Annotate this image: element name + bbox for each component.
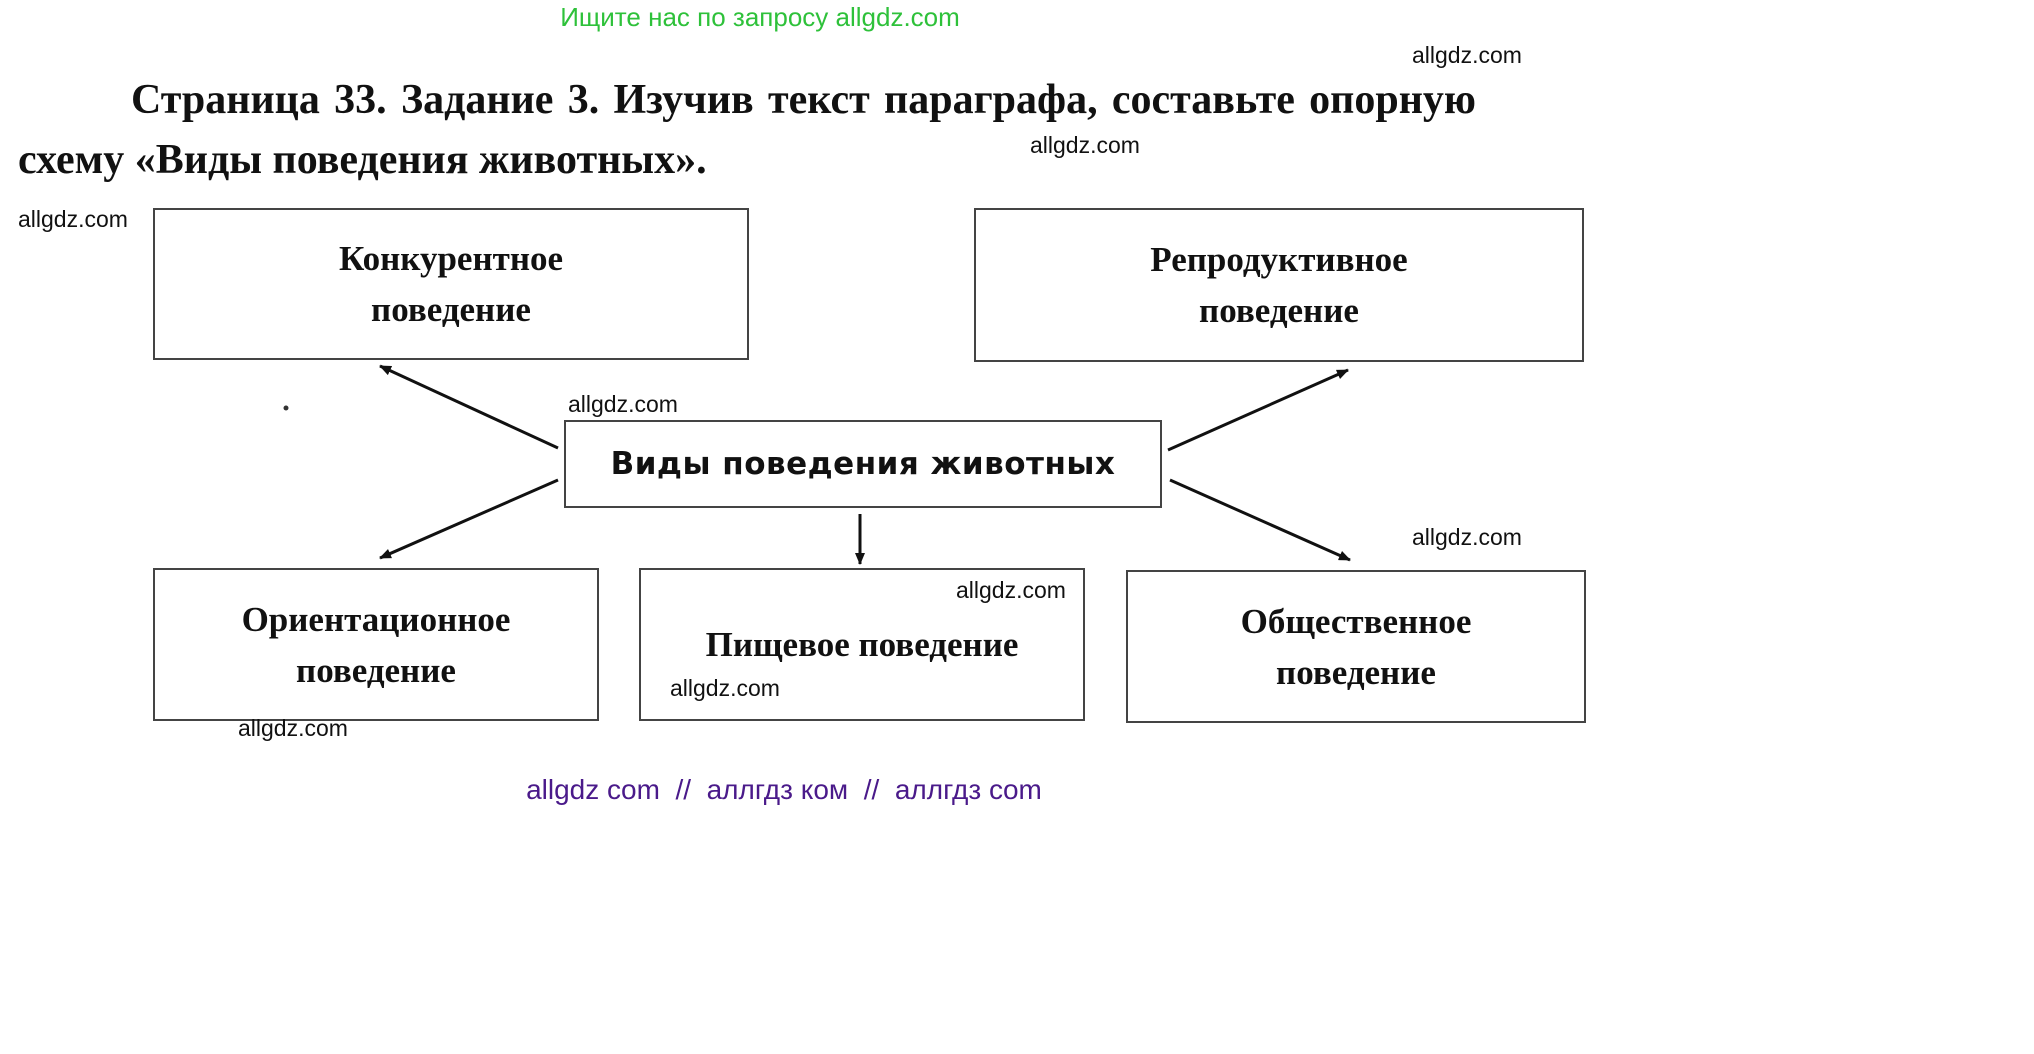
node-reproductive: Репродуктивное поведение bbox=[974, 208, 1584, 362]
watermark: allgdz.com bbox=[956, 577, 1066, 603]
watermark: allgdz.com bbox=[238, 715, 348, 741]
node-label: Пищевое поведение bbox=[705, 625, 1019, 664]
node-label: Конкурентное поведение bbox=[338, 239, 564, 329]
node-label: Репродуктивное поведение bbox=[1150, 240, 1408, 330]
arrow-to-orientation bbox=[379, 478, 559, 560]
arrow-to-reproductive bbox=[1167, 368, 1349, 452]
arrow-to-social bbox=[1169, 478, 1351, 562]
arrow-to-competitive bbox=[379, 364, 559, 450]
top-banner: Ищите нас по запросу allgdz.com bbox=[560, 2, 960, 32]
node-label: Ориентационное поведение bbox=[241, 599, 511, 690]
node-competitive: Конкурентное поведение bbox=[153, 208, 749, 360]
node-food: Пищевое поведение bbox=[639, 568, 1085, 721]
watermark: allgdz.com bbox=[18, 206, 128, 232]
watermark: allgdz.com bbox=[1412, 42, 1522, 68]
center-label: Виды поведения животных bbox=[610, 445, 1116, 482]
speck-mark bbox=[283, 405, 289, 411]
node-label: Общественное поведение bbox=[1240, 601, 1472, 692]
node-center: Виды поведения животных bbox=[564, 420, 1162, 508]
node-orientation: Ориентационное поведение bbox=[153, 568, 599, 721]
watermark: allgdz.com bbox=[670, 675, 780, 701]
watermark: allgdz.com bbox=[1412, 524, 1522, 550]
task-title: Страница 33. Задание 3. Изучив текст пар… bbox=[18, 77, 1476, 183]
footer-links: allgdz com // аллгдз ком // аллгдз com bbox=[526, 774, 1042, 805]
watermark: allgdz.com bbox=[1030, 132, 1140, 158]
watermark: allgdz.com bbox=[568, 391, 678, 417]
node-social: Общественное поведение bbox=[1126, 570, 1586, 723]
